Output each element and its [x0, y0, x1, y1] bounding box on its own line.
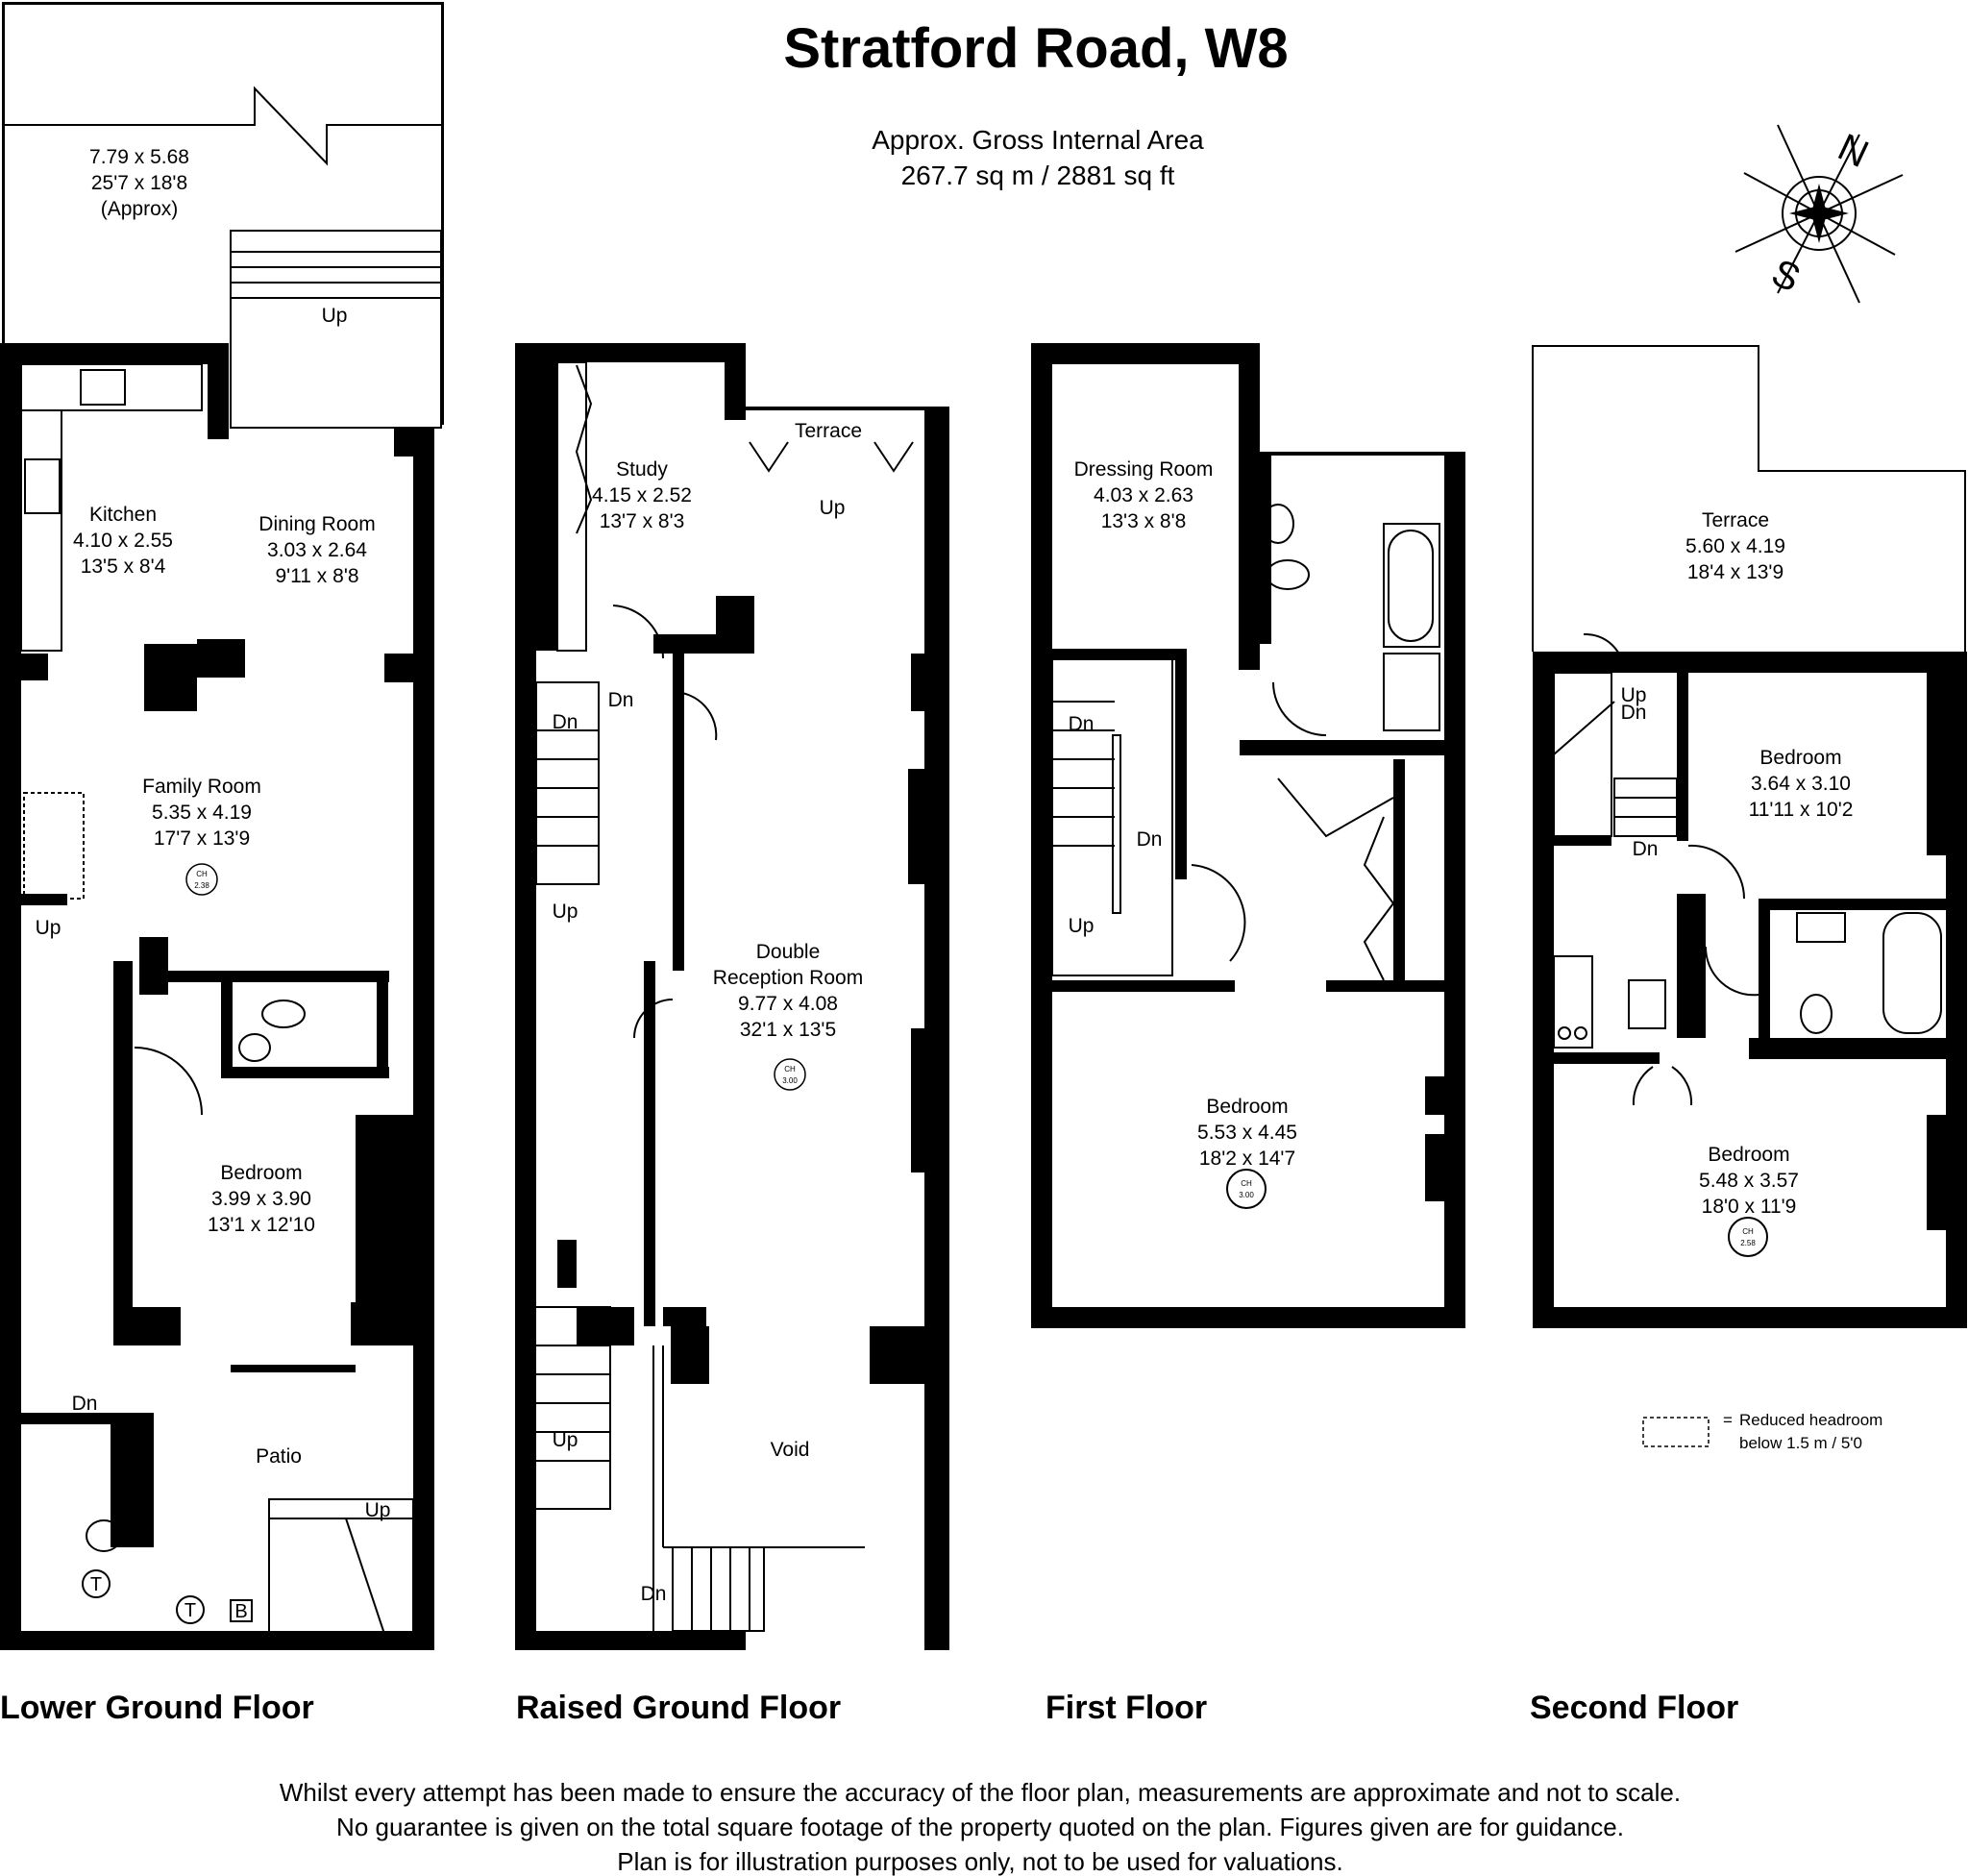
- legend-equals: =: [1723, 1411, 1733, 1429]
- kitchen-name: Kitchen: [89, 504, 157, 526]
- compass-icon: [1734, 124, 1904, 304]
- disclaimer-line-1: Whilst every attempt has been made to en…: [280, 1778, 1681, 1807]
- floor-label-first: First Floor: [1046, 1690, 1207, 1726]
- lg-bedroom-imperial: 13'1 x 12'10: [208, 1214, 315, 1236]
- dining-imperial: 9'11 x 8'8: [275, 565, 358, 587]
- ceiling-height-marker: [185, 863, 218, 896]
- plan-title: Stratford Road, W8: [783, 17, 1288, 80]
- sf-terrace-imperial: 18'4 x 13'9: [1687, 561, 1784, 583]
- ff-bedroom-imperial: 18'2 x 14'7: [1199, 1148, 1295, 1170]
- sf-bedroom1-imperial: 11'11 x 10'2: [1749, 799, 1854, 821]
- family-imperial: 17'7 x 13'9: [154, 827, 250, 850]
- second-floor-lines: [1532, 345, 1966, 1257]
- dressing-name: Dressing Room: [1074, 458, 1214, 481]
- reduced-headroom-swatch: [1642, 1417, 1710, 1447]
- boiler-label: B: [234, 1601, 247, 1622]
- disclaimer-line-3: Plan is for illustration purposes only, …: [617, 1847, 1342, 1876]
- patio-label: Patio: [256, 1445, 302, 1468]
- legend-line2: below 1.5 m / 5'0: [1739, 1434, 1862, 1452]
- ch-label: CH: [1742, 1227, 1754, 1236]
- garden-size: 7.79 x 5.68: [89, 146, 189, 168]
- lower-ground-walls: [0, 2, 444, 1650]
- study-size: 4.15 x 2.52: [592, 484, 692, 506]
- family-up-label: Up: [36, 917, 62, 939]
- legend-line1: Reduced headroom: [1739, 1411, 1882, 1429]
- rg-stair-dn-label-2: Dn: [553, 711, 578, 733]
- compass-north: N: [1832, 126, 1875, 176]
- rg-stair-up-label: Up: [553, 901, 578, 923]
- sf-bedroom2-imperial: 18'0 x 11'9: [1702, 1196, 1797, 1218]
- sf-bedroom1-name: Bedroom: [1759, 747, 1841, 769]
- lg-bedroom-name: Bedroom: [220, 1162, 302, 1184]
- garden-note: (Approx): [101, 198, 179, 220]
- first-floor-lines: [1051, 504, 1440, 1209]
- patio-up-label: Up: [365, 1499, 391, 1521]
- rg-entrance-up-label: Up: [553, 1429, 578, 1451]
- family-name: Family Room: [142, 776, 261, 798]
- rg-stair-dn-label-1: Dn: [608, 689, 634, 711]
- rg-terrace-up-label: Up: [820, 497, 846, 519]
- ch-value: 2.58: [1740, 1239, 1756, 1247]
- reception-line2: Reception Room: [713, 967, 863, 989]
- ch-value: 2.38: [194, 881, 209, 890]
- first-floor-walls: [1031, 343, 1465, 1328]
- sf-stair-dn-label-2: Dn: [1633, 838, 1659, 860]
- ch-value: 3.00: [782, 1076, 798, 1085]
- void-dn-label: Dn: [641, 1583, 667, 1605]
- ff-bedroom-name: Bedroom: [1206, 1096, 1288, 1118]
- floor-label-raised-ground: Raised Ground Floor: [516, 1690, 841, 1726]
- ch-label: CH: [196, 870, 208, 878]
- ch-label: CH: [784, 1065, 796, 1074]
- tank-label-1: T: [90, 1574, 102, 1595]
- lg-bedroom-size: 3.99 x 3.90: [211, 1188, 311, 1210]
- ch-value: 3.00: [1239, 1191, 1254, 1199]
- sf-bedroom2-name: Bedroom: [1708, 1144, 1789, 1166]
- ff-bedroom-size: 5.53 x 4.45: [1197, 1122, 1297, 1144]
- floor-label-second: Second Floor: [1530, 1690, 1738, 1726]
- sf-bedroom1-size: 3.64 x 3.10: [1751, 773, 1851, 795]
- area-value: 267.7 sq m / 2881 sq ft: [901, 160, 1175, 190]
- reception-size: 9.77 x 4.08: [738, 993, 838, 1015]
- second-floor-walls: [1533, 652, 1967, 1328]
- reception-line1: Double: [756, 941, 821, 963]
- patio-dn-label: Dn: [72, 1393, 98, 1415]
- ff-stair-up-label: Up: [1069, 915, 1095, 937]
- study-imperial: 13'7 x 8'3: [600, 510, 685, 532]
- disclaimer-line-2: No guarantee is given on the total squar…: [336, 1813, 1624, 1841]
- reception-imperial: 32'1 x 13'5: [740, 1019, 836, 1041]
- ch-label: CH: [1241, 1179, 1252, 1188]
- dining-name: Dining Room: [258, 513, 375, 535]
- rg-terrace-label: Terrace: [795, 420, 862, 442]
- sf-terrace-name: Terrace: [1702, 509, 1769, 531]
- compass-south: S: [1765, 252, 1807, 301]
- ff-stair-dn-label-2: Dn: [1137, 828, 1163, 851]
- floor-label-lower-ground: Lower Ground Floor: [0, 1690, 314, 1726]
- raised-ground-walls: [515, 343, 949, 1650]
- raised-ground-lines: [523, 361, 914, 1632]
- kitchen-imperial: 13'5 x 8'4: [81, 555, 166, 578]
- lower-ground-lines: [5, 86, 442, 1635]
- sf-stair-dn-label-1: Dn: [1621, 702, 1647, 724]
- study-name: Study: [616, 458, 668, 481]
- garden-imperial: 25'7 x 18'8: [91, 172, 187, 194]
- tank-label-2: T: [184, 1600, 196, 1621]
- sf-bedroom2-size: 5.48 x 3.57: [1699, 1170, 1799, 1192]
- garden-up-label: Up: [322, 305, 348, 327]
- dressing-imperial: 13'3 x 8'8: [1101, 510, 1187, 532]
- dining-size: 3.03 x 2.64: [267, 539, 367, 561]
- ff-stair-dn-label-1: Dn: [1069, 713, 1095, 735]
- void-label: Void: [771, 1439, 810, 1461]
- sf-stair-up-label: Up: [1621, 684, 1647, 706]
- family-size: 5.35 x 4.19: [152, 802, 252, 824]
- dressing-size: 4.03 x 2.63: [1094, 484, 1193, 506]
- kitchen-size: 4.10 x 2.55: [73, 530, 173, 552]
- area-label: Approx. Gross Internal Area: [872, 125, 1204, 155]
- sf-terrace-size: 5.60 x 4.19: [1685, 535, 1785, 557]
- ceiling-height-marker: [774, 1058, 806, 1091]
